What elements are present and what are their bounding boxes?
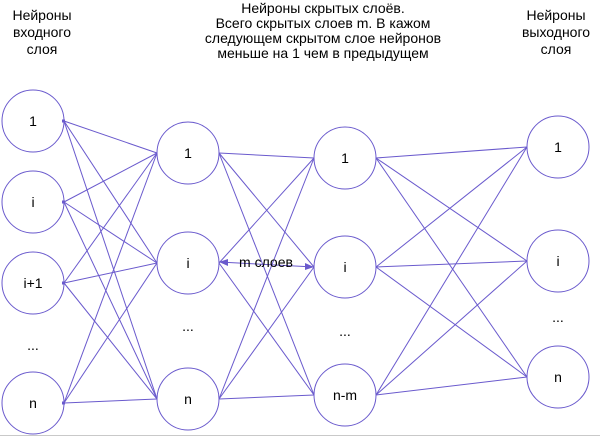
node-labels: 1 i i+1 ... n 1 i ... n 1 i ... n-m 1 i … <box>23 113 563 411</box>
input-node-i <box>1 170 65 234</box>
hidden-first-node-1-label: 1 <box>184 145 192 161</box>
hidden-first-node-i <box>156 231 220 295</box>
input-node-1 <box>1 89 65 153</box>
hidden-first-node-1 <box>156 121 220 185</box>
hidden-last-node-i <box>313 235 377 299</box>
input-layer-header: Нейроны входного слоя <box>12 7 72 57</box>
input-node-1-label: 1 <box>29 113 37 129</box>
hidden-last-node-n-m-label: n-m <box>333 387 357 403</box>
hidden-last-ellipsis: ... <box>339 323 351 339</box>
hidden-last-node-i-label: i <box>343 259 346 275</box>
edges-input-to-hidden-first <box>63 120 158 404</box>
diagram-strokes <box>1 89 590 435</box>
hidden-last-node-1 <box>313 126 377 190</box>
output-node-i-label: i <box>556 253 559 269</box>
m-layers-arrow <box>218 259 315 270</box>
input-node-n <box>1 371 65 435</box>
arrowhead-right <box>305 263 314 270</box>
edges-hidden-last-to-output <box>375 146 528 396</box>
hidden-last-node-n-m <box>313 363 377 427</box>
output-node-n <box>526 345 590 409</box>
hidden-first-node-n <box>156 367 220 431</box>
input-node-i-plus-1 <box>1 251 65 315</box>
arrowhead-left <box>219 259 228 266</box>
output-node-n-label: n <box>554 369 562 385</box>
hidden-first-node-i-label: i <box>186 255 189 271</box>
edge-junction-dots <box>62 119 65 405</box>
output-layer-header: Нейроны выходного слоя <box>521 7 591 57</box>
input-node-i-plus-1-label: i+1 <box>23 275 42 291</box>
input-ellipsis: ... <box>27 337 39 353</box>
output-node-1 <box>526 115 590 179</box>
edges-hidden-first-to-hidden-last <box>218 152 315 400</box>
hidden-first-ellipsis: ... <box>182 318 194 334</box>
hidden-first-node-n-label: n <box>184 391 192 407</box>
output-ellipsis: ... <box>552 309 564 325</box>
hidden-last-node-1-label: 1 <box>341 150 349 166</box>
input-node-i-label: i <box>31 194 34 210</box>
hidden-layers-header: Нейроны скрытых слоёв. Всего скрытых сло… <box>204 0 442 61</box>
m-layers-label: m слоев <box>239 254 293 270</box>
output-node-1-label: 1 <box>554 139 562 155</box>
output-node-i <box>526 229 590 293</box>
input-node-n-label: n <box>29 395 37 411</box>
